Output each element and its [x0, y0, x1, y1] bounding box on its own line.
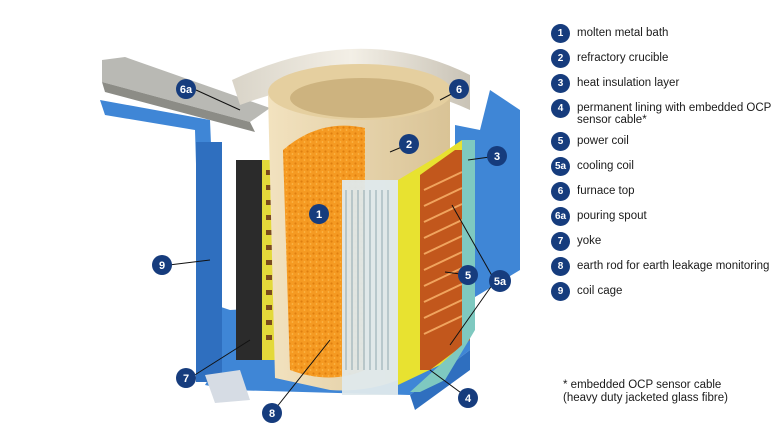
- svg-text:9: 9: [159, 260, 165, 272]
- svg-text:6: 6: [456, 84, 462, 96]
- svg-text:8: 8: [269, 408, 275, 420]
- callout-2: 2: [399, 134, 419, 154]
- svg-text:5: 5: [465, 270, 471, 282]
- legend-badge: 4: [551, 99, 570, 118]
- callout-5a: 5a: [489, 270, 511, 292]
- legend-item: 2 refractory crucible: [551, 49, 773, 68]
- svg-text:5a: 5a: [494, 276, 507, 288]
- legend-badge: 9: [551, 282, 570, 301]
- callout-8: 8: [262, 403, 282, 423]
- legend-label: yoke: [577, 235, 602, 247]
- legend-badge: 1: [551, 24, 570, 43]
- legend-label: cooling coil: [577, 160, 634, 172]
- legend-badge: 7: [551, 232, 570, 251]
- legend: 1 molten metal bath 2 refractory crucibl…: [551, 24, 773, 307]
- svg-text:3: 3: [494, 151, 500, 163]
- legend-badge: 5: [551, 132, 570, 151]
- permanent-lining: [410, 140, 475, 392]
- legend-item: 9 coil cage: [551, 282, 773, 301]
- power-coil: [398, 140, 470, 385]
- callout-9: 9: [152, 255, 172, 275]
- leader-lines: [168, 89, 498, 414]
- callouts: 6a 6 2 3 1 9 5 5a 7 8 4: [152, 79, 511, 423]
- legend-label: pouring spout: [577, 210, 647, 222]
- legend-item: 5 power coil: [551, 132, 773, 151]
- legend-item: 8 earth rod for earth leakage monitoring: [551, 257, 773, 276]
- svg-text:7: 7: [183, 373, 189, 385]
- legend-item: 1 molten metal bath: [551, 24, 773, 43]
- legend-label: coil cage: [577, 285, 623, 297]
- legend-label: refractory crucible: [577, 52, 669, 64]
- callout-6a: 6a: [176, 79, 196, 99]
- svg-text:6a: 6a: [180, 84, 193, 96]
- callout-1: 1: [309, 204, 329, 224]
- legend-label: permanent lining with embedded OCP senso…: [577, 102, 772, 126]
- legend-label: power coil: [577, 135, 629, 147]
- legend-item: 6 furnace top: [551, 182, 773, 201]
- legend-item: 5a cooling coil: [551, 157, 773, 176]
- legend-badge: 6a: [551, 207, 570, 226]
- legend-badge: 5a: [551, 157, 570, 176]
- callout-4: 4: [458, 388, 478, 408]
- callout-6: 6: [449, 79, 469, 99]
- legend-label: molten metal bath: [577, 27, 669, 39]
- heat-insulation-layer: [342, 180, 398, 395]
- legend-badge: 6: [551, 182, 570, 201]
- legend-item: 6a pouring spout: [551, 207, 773, 226]
- yoke: [236, 160, 276, 360]
- legend-label: heat insulation layer: [577, 77, 680, 89]
- callout-5: 5: [458, 265, 478, 285]
- svg-text:1: 1: [316, 209, 322, 221]
- legend-label: earth rod for earth leakage monitoring: [577, 260, 770, 272]
- legend-item: 3 heat insulation layer: [551, 74, 773, 93]
- callout-7: 7: [176, 368, 196, 388]
- legend-badge: 2: [551, 49, 570, 68]
- legend-label: furnace top: [577, 185, 635, 197]
- svg-text:2: 2: [406, 139, 412, 151]
- legend-badge: 3: [551, 74, 570, 93]
- footnote: * embedded OCP sensor cable (heavy duty …: [563, 379, 728, 404]
- legend-item: 7 yoke: [551, 232, 773, 251]
- callout-3: 3: [487, 146, 507, 166]
- svg-text:4: 4: [465, 393, 472, 405]
- legend-item: 4 permanent lining with embedded OCP sen…: [551, 99, 773, 126]
- legend-badge: 8: [551, 257, 570, 276]
